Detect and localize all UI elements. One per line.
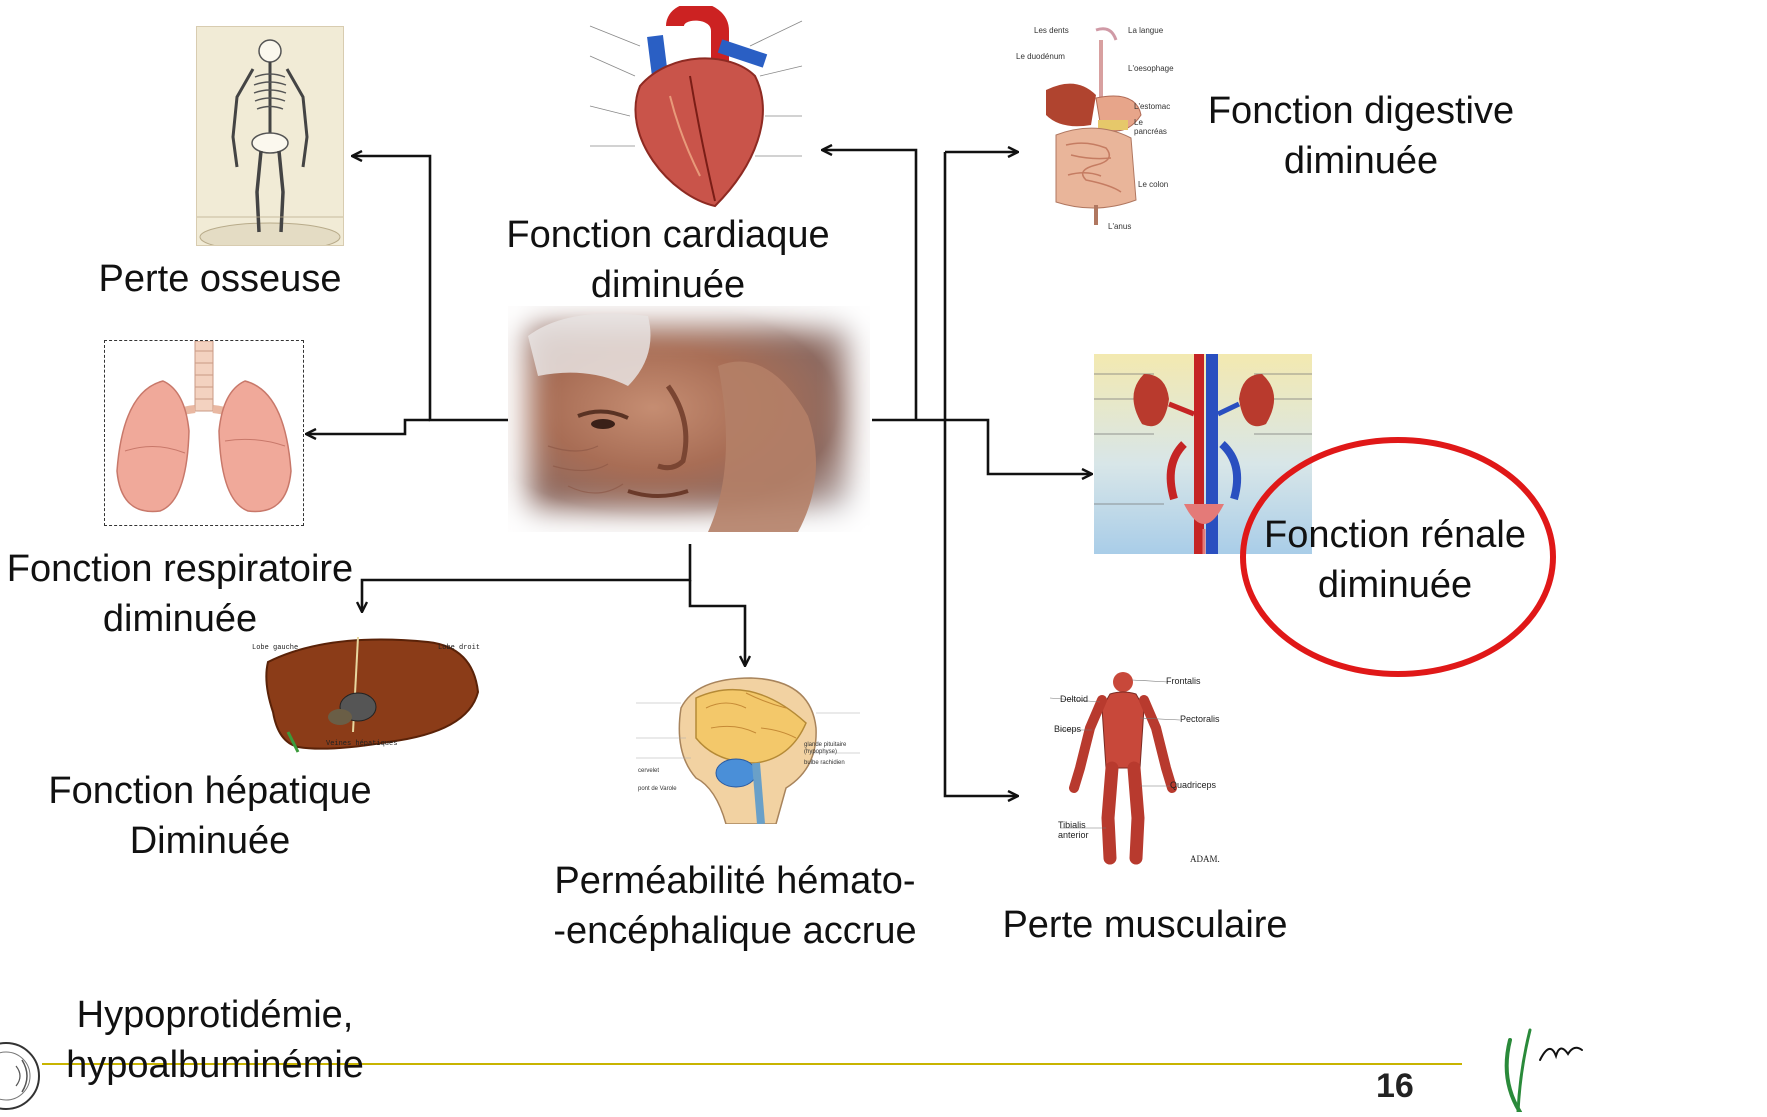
page-number-text: 16 [1376,1067,1414,1105]
label-respiratory: Fonction respiratoire diminuée [0,544,360,644]
label-renal-line2: diminuée [1240,560,1550,610]
arrow-to-brain [690,580,745,666]
label-bbb-line2: -encéphalique accrue [540,906,930,956]
label-hypo-line1: Hypoprotidémie, [60,990,370,1040]
label-cardiac: Fonction cardiaque diminuée [488,210,848,310]
label-muscle-loss-text: Perte musculaire [1002,904,1287,946]
label-bone-loss-text: Perte osseuse [99,258,342,300]
label-renal: Fonction rénale diminuée [1240,510,1550,610]
label-renal-line1: Fonction rénale [1240,510,1550,560]
arrow-to-muscle [872,420,1018,796]
label-digestive-line1: Fonction digestive [1186,86,1536,136]
label-respiratory-line1: Fonction respiratoire [0,544,360,594]
label-muscle-loss: Perte musculaire [990,900,1300,950]
arrow-to-kidney [945,420,1092,474]
label-hepatic-line1: Fonction hépatique [40,766,380,816]
label-bbb: Perméabilité hémato- -encéphalique accru… [540,856,930,956]
label-hypo-line2: hypoalbuminémie [60,1040,370,1090]
label-cardiac-line1: Fonction cardiaque [488,210,848,260]
label-digestive: Fonction digestive diminuée [1186,86,1536,186]
arrow-to-lungs [306,420,430,434]
label-respiratory-line2: diminuée [0,594,360,644]
label-digestive-line2: diminuée [1186,136,1536,186]
label-cardiac-line2: diminuée [488,260,848,310]
label-bone-loss: Perte osseuse [60,254,380,304]
university-seal-logo [0,1040,42,1112]
page-number: 16 [1376,1066,1414,1106]
arrow-to-liver [362,544,690,612]
signature-logo [1490,1020,1600,1112]
label-hypoproteinemia: Hypoprotidémie, hypoalbuminémie [60,990,370,1090]
label-hepatic: Fonction hépatique Diminuée [40,766,380,866]
label-bbb-line1: Perméabilité hémato- [540,856,930,906]
label-hepatic-line2: Diminuée [40,816,380,866]
